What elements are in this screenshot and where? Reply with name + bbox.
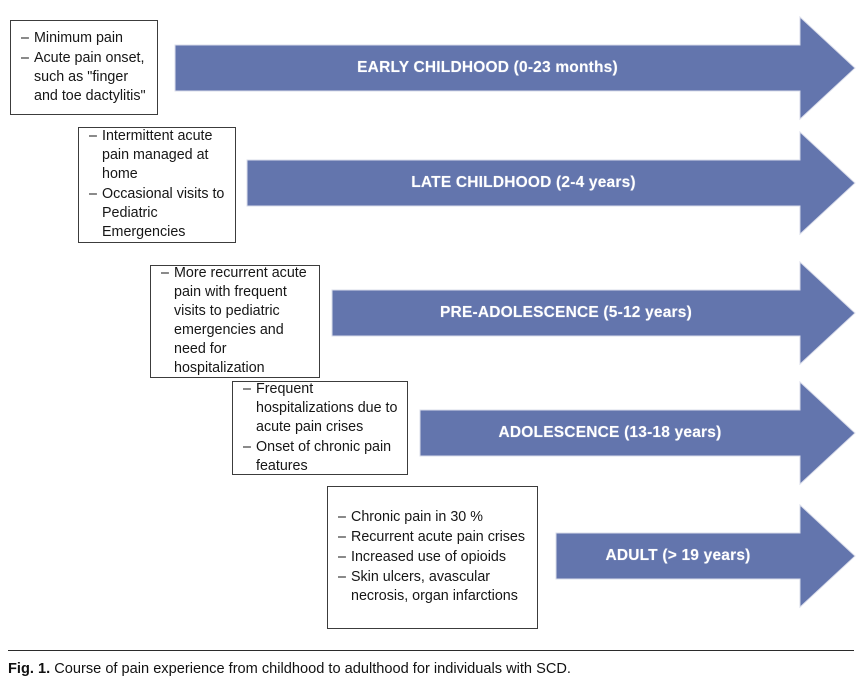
- stage-bullet-list-adult: Chronic pain in 30 %Recurrent acute pain…: [338, 508, 528, 607]
- stage-description-box-pre-adolescence: More recurrent acute pain with frequent …: [150, 264, 320, 379]
- caption-body: Course of pain experience from childhood…: [54, 661, 571, 677]
- stage-description-box-early-childhood: Minimum painAcute pain onset, such as "f…: [10, 20, 158, 115]
- stage-bullet-item: Frequent hospitalizations due to acute p…: [243, 380, 398, 437]
- figure-caption: Fig. 1. Course of pain experience from c…: [8, 650, 854, 679]
- stage-bullet-item: Increased use of opioids: [338, 548, 528, 567]
- stage-description-box-late-childhood: Intermittent acute pain managed at homeO…: [78, 127, 236, 243]
- stage-bullet-item: Chronic pain in 30 %: [338, 508, 528, 527]
- caption-label: Fig. 1.: [8, 661, 55, 677]
- stage-bullet-item: Intermittent acute pain managed at home: [89, 127, 226, 184]
- stage-arrow-pre-adolescence: [331, 260, 856, 366]
- stage-bullet-item: Occasional visits to Pediatric Emergenci…: [89, 185, 226, 242]
- stage-bullet-item: Skin ulcers, avascular necrosis, organ i…: [338, 568, 528, 606]
- stage-bullet-list-late-childhood: Intermittent acute pain managed at homeO…: [89, 127, 226, 243]
- stage-bullet-item: More recurrent acute pain with frequent …: [161, 264, 310, 378]
- stage-arrow-adolescence: [419, 380, 856, 486]
- stage-bullet-item: Recurrent acute pain crises: [338, 528, 528, 547]
- stage-bullet-list-early-childhood: Minimum painAcute pain onset, such as "f…: [21, 29, 148, 107]
- stage-bullet-item: Minimum pain: [21, 29, 148, 48]
- stage-arrow-adult: [555, 503, 856, 609]
- stage-description-box-adult: Chronic pain in 30 %Recurrent acute pain…: [327, 486, 538, 629]
- stage-arrow-late-childhood: [246, 130, 856, 236]
- stage-bullet-list-pre-adolescence: More recurrent acute pain with frequent …: [161, 264, 310, 379]
- caption-divider: [8, 650, 854, 651]
- stage-bullet-list-adolescence: Frequent hospitalizations due to acute p…: [243, 380, 398, 477]
- stage-bullet-item: Acute pain onset, such as "finger and to…: [21, 49, 148, 106]
- stage-description-box-adolescence: Frequent hospitalizations due to acute p…: [232, 380, 408, 477]
- caption-line: Fig. 1. Course of pain experience from c…: [8, 660, 854, 679]
- stage-arrow-early-childhood: [174, 15, 856, 121]
- stage-bullet-item: Onset of chronic pain features: [243, 438, 398, 476]
- timeline-diagram: EARLY CHILDHOOD (0-23 months)Minimum pai…: [0, 0, 862, 645]
